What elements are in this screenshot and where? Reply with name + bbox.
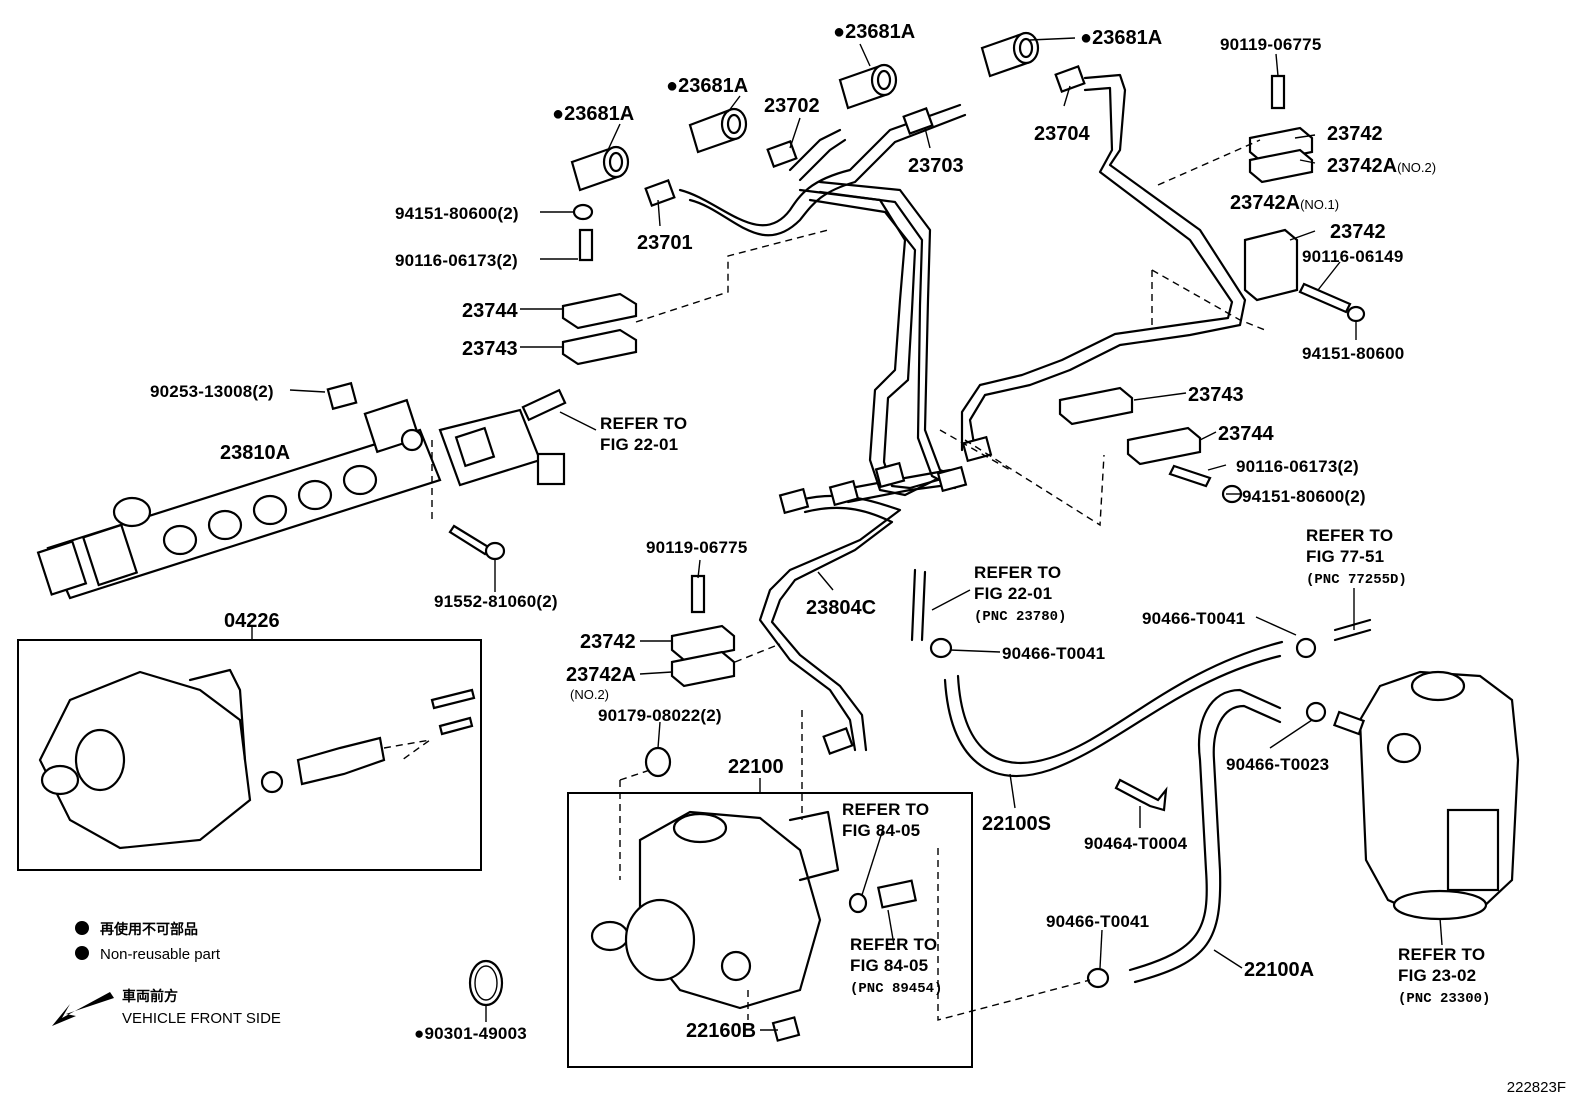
part-number-label: 23742 [1327, 123, 1383, 145]
non-reusable-marker-icon: ● [666, 75, 678, 97]
refer-to-label: REFER TO [1398, 945, 1485, 964]
part-number-label: 90119-06775 [1220, 35, 1321, 54]
legend: 再使用不可部品 Non-reusable part 車両前方 VEHICLE F… [52, 921, 281, 1027]
refer-to-label: (PNC 23780) [974, 609, 1066, 625]
part-number-label: 90116-06173(2) [395, 251, 518, 270]
part-number-label: 23744 [1218, 423, 1274, 445]
part-suffix: (NO.2) [1397, 160, 1436, 175]
legend-non-reusable-jp: 再使用不可部品 [100, 921, 198, 937]
non-reusable-marker-icon [75, 921, 89, 935]
part-number-label: 23742 [580, 631, 636, 653]
injection-pipes-drawing [644, 65, 1247, 755]
part-number-label: ●23681A [552, 103, 634, 125]
part-number-label: 91552-81060(2) [434, 592, 558, 611]
part-number-label: 90466-T0023 [1226, 755, 1329, 774]
common-rail-drawing [36, 381, 567, 600]
part-labels: ●23681A ●23681A ●23681A ●23681A 90119-06775 2… [150, 21, 1436, 1043]
refer-to-label: (PNC 23300) [1398, 991, 1490, 1007]
refer-to-label: FIG 22-01 [600, 435, 678, 454]
fuel-filter-drawing [1332, 670, 1520, 921]
part-number-label: 90464-T0004 [1084, 834, 1188, 853]
part-suffix: (NO.1) [1300, 197, 1339, 212]
part-number-label: 23743 [1188, 384, 1244, 406]
part-number-label: 23742A(NO.1) [1230, 192, 1339, 214]
part-number-label: 23810A [220, 442, 290, 464]
refer-to-label: FIG 22-01 [974, 584, 1052, 603]
part-number-label: 23743 [462, 338, 518, 360]
legend-front-en: VEHICLE FRONT SIDE [122, 1010, 281, 1027]
refer-to-label: REFER TO [850, 935, 937, 954]
part-number-label: 90119-06775 [646, 538, 747, 557]
refer-to-label: FIG 84-05 [850, 956, 928, 975]
front-direction-arrow-icon [52, 992, 114, 1026]
part-number-label: 94151-80600(2) [395, 204, 519, 223]
part-number-label: 90466-T0041 [1002, 644, 1105, 663]
part-number-label: 23742A(NO.2) [1327, 155, 1436, 177]
part-number-label: 22160B [686, 1020, 756, 1042]
part-number-label: 23702 [764, 95, 820, 117]
refer-to-label: REFER TO [1306, 526, 1393, 545]
part-number-label: 90116-06149 [1302, 247, 1403, 266]
part-suffix: (NO.2) [570, 687, 609, 702]
pump-kit-box [17, 639, 482, 871]
diagram-id: 222823F [1507, 1079, 1566, 1096]
clamp-drawing [561, 74, 1366, 688]
refer-to-label: (PNC 89454) [850, 981, 942, 997]
part-number-label: 23744 [462, 300, 518, 322]
leader-lines [251, 37, 1443, 1031]
non-reusable-marker-icon [75, 946, 89, 960]
part-number-label: ●90301-49003 [414, 1024, 527, 1043]
part-number-label: 23742 [1330, 221, 1386, 243]
non-reusable-marker-icon: ● [833, 21, 845, 43]
part-number-label: ●23681A [666, 75, 748, 97]
refer-to-label: REFER TO [600, 414, 687, 433]
dashed-lines [383, 139, 1266, 1021]
refer-to-label: FIG 23-02 [1398, 966, 1476, 985]
part-number-label: 90466-T0041 [1142, 609, 1245, 628]
part-number-label: 90253-13008(2) [150, 382, 274, 401]
refer-to-label: (PNC 77255D) [1306, 572, 1407, 588]
part-number-label: ●23681A [833, 21, 915, 43]
part-number-label: 04226 [224, 610, 280, 632]
part-number-label: 23742A(NO.2) [566, 664, 636, 702]
sleeve-drawing [570, 31, 1040, 192]
refer-to-label: FIG 77-51 [1306, 547, 1384, 566]
fuel-hoses-drawing [910, 568, 1372, 989]
part-number-label: 23703 [908, 155, 964, 177]
part-number-label: 90179-08022(2) [598, 706, 722, 725]
refer-to-label: REFER TO [842, 800, 929, 819]
part-number-label: 23701 [637, 232, 693, 254]
non-reusable-marker-icon: ● [552, 103, 564, 125]
part-number-label: 94151-80600 [1302, 344, 1404, 363]
part-number-label: 23804C [806, 597, 876, 619]
legend-front-jp: 車両前方 [122, 988, 178, 1004]
legend-non-reusable-en: Non-reusable part [100, 946, 221, 963]
part-number-label: 22100 [728, 756, 784, 778]
part-number-label: 22100S [982, 813, 1051, 835]
refer-to-label: FIG 84-05 [842, 821, 920, 840]
part-number-label: 90466-T0041 [1046, 912, 1149, 931]
supply-pump-box [468, 746, 973, 1068]
part-number-label: 23704 [1034, 123, 1090, 145]
non-reusable-marker-icon: ● [414, 1024, 424, 1043]
part-number-label: ●23681A [1080, 27, 1162, 49]
part-number-label: 22100A [1244, 959, 1314, 981]
refer-to-label: REFER TO [974, 563, 1061, 582]
part-number-label: 90116-06173(2) [1236, 457, 1359, 476]
part-number-label: 94151-80600(2) [1242, 487, 1366, 506]
non-reusable-marker-icon: ● [1080, 27, 1092, 49]
